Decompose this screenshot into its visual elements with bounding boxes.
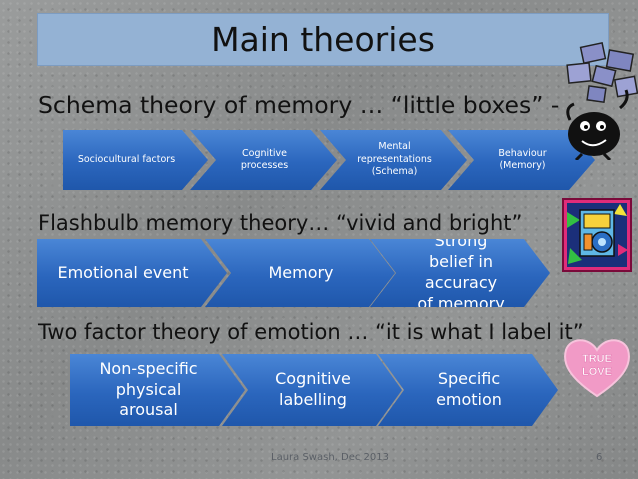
title-bar: Main theories xyxy=(37,13,609,66)
chevron-strong-belief: Strong belief in accuracy of memory xyxy=(370,239,550,307)
step-label: Non-specific physical arousal xyxy=(99,358,198,420)
step-label: Mental representations (Schema) xyxy=(357,141,432,178)
chevron-sociocultural: Sociocultural factors xyxy=(63,130,208,190)
step-label: Specific emotion xyxy=(436,369,502,409)
footer-author: Laura Swash, Dec 2013 xyxy=(271,452,389,463)
step-label: Cognitive labelling xyxy=(275,369,351,409)
page-number: 6 xyxy=(596,452,603,463)
step-label: Behaviour (Memory) xyxy=(498,147,547,171)
slide-title: Main theories xyxy=(211,20,435,59)
boxes-juggler-clipart xyxy=(566,42,638,160)
chevron-memory: Memory xyxy=(205,239,395,307)
flashbulb-heading: Flashbulb memory theory… “vivid and brig… xyxy=(38,211,523,235)
chevron-emotional-event: Emotional event xyxy=(37,239,227,307)
true-love-heart: TRUE LOVE xyxy=(564,339,630,398)
chevron-cognitive-labelling: Cognitive labelling xyxy=(222,354,402,426)
schema-heading: Schema theory of memory … “little boxes”… xyxy=(38,91,560,119)
step-label: Cognitive processes xyxy=(240,147,289,171)
svg-text:LOVE: LOVE xyxy=(582,366,612,378)
flashbulb-clipart xyxy=(562,198,632,272)
step-label: Sociocultural factors xyxy=(77,153,176,165)
step-label: Emotional event xyxy=(57,262,189,282)
chevron-cognitive-processes: Cognitive processes xyxy=(190,130,337,190)
step-label: Strong belief in accuracy of memory xyxy=(417,231,505,313)
chevron-mental-representations: Mental representations (Schema) xyxy=(320,130,467,190)
chevron-specific-emotion: Specific emotion xyxy=(378,354,558,426)
step-label: Memory xyxy=(268,262,334,282)
chevron-arousal: Non-specific physical arousal xyxy=(70,354,245,426)
svg-text:TRUE: TRUE xyxy=(582,353,612,365)
two-factor-heading: Two factor theory of emotion … “it is wh… xyxy=(38,320,584,344)
